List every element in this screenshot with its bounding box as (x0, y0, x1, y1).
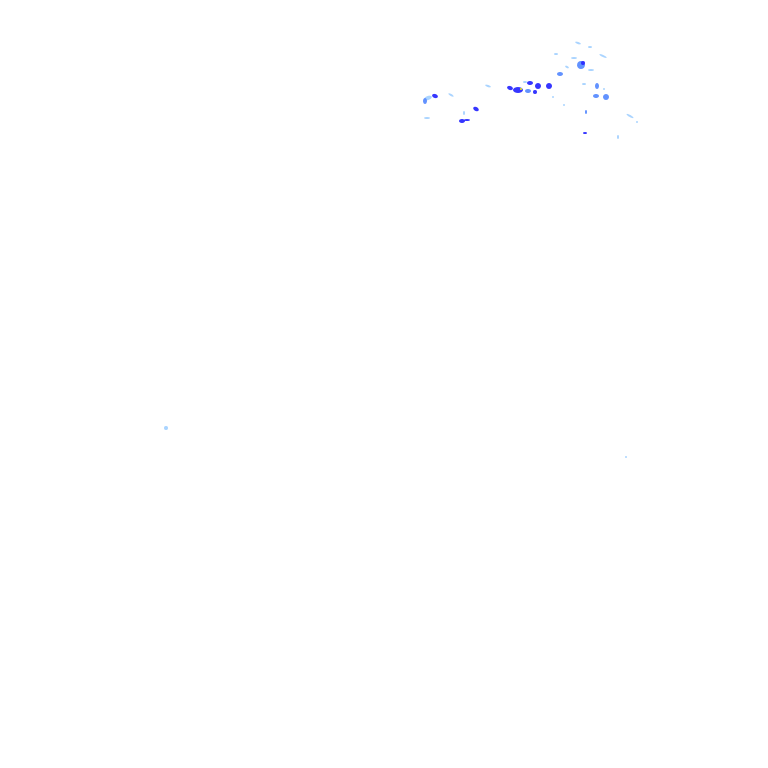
rain-echo-heavy (581, 61, 585, 65)
rain-echo-heavy (535, 83, 541, 89)
rain-echo-medium (423, 98, 427, 104)
rain-echo-heavy (464, 119, 470, 121)
rain-echo-heavy (533, 90, 537, 94)
rain-echo-heavy (583, 132, 587, 134)
rain-echo-light (563, 104, 565, 106)
rain-echo-heavy (473, 106, 479, 112)
rain-echo-medium (593, 94, 599, 98)
rain-echo-medium (585, 110, 587, 114)
rain-echo-medium (603, 94, 609, 100)
rain-echo-light (448, 93, 454, 97)
rain-echo-light (582, 83, 586, 85)
rain-echo-light (485, 84, 491, 88)
rain-echo-light (599, 54, 607, 58)
rain-echo-light (626, 113, 634, 119)
rain-echo-light (523, 81, 527, 83)
rain-echo-intense (520, 88, 522, 90)
rain-echo-light (575, 41, 581, 45)
rain-echo-light (164, 426, 168, 430)
rain-echo-medium (557, 72, 563, 76)
rain-echo-light (603, 88, 605, 90)
rain-echo-heavy (513, 87, 523, 93)
rain-echo-heavy (432, 93, 438, 99)
rain-echo-light (625, 456, 627, 458)
rain-echo-light (424, 117, 430, 119)
rain-echo-medium (525, 89, 531, 93)
rain-echo-medium (595, 83, 599, 89)
rain-echo-light (552, 96, 554, 98)
rain-echo-heavy (459, 119, 465, 123)
rain-echo-medium (577, 61, 585, 69)
rain-echo-light (565, 65, 569, 69)
rain-echo-light (636, 121, 638, 123)
rain-echo-light (554, 53, 558, 55)
rain-echo-heavy (527, 81, 533, 85)
rain-echo-light (571, 57, 577, 59)
rain-echo-light (617, 135, 619, 139)
rain-echo-light (463, 111, 465, 115)
rain-echo-heavy (507, 85, 513, 91)
rain-echo-light (588, 46, 592, 48)
rain-echo-light (588, 69, 594, 71)
rain-echo-heavy (546, 83, 552, 89)
